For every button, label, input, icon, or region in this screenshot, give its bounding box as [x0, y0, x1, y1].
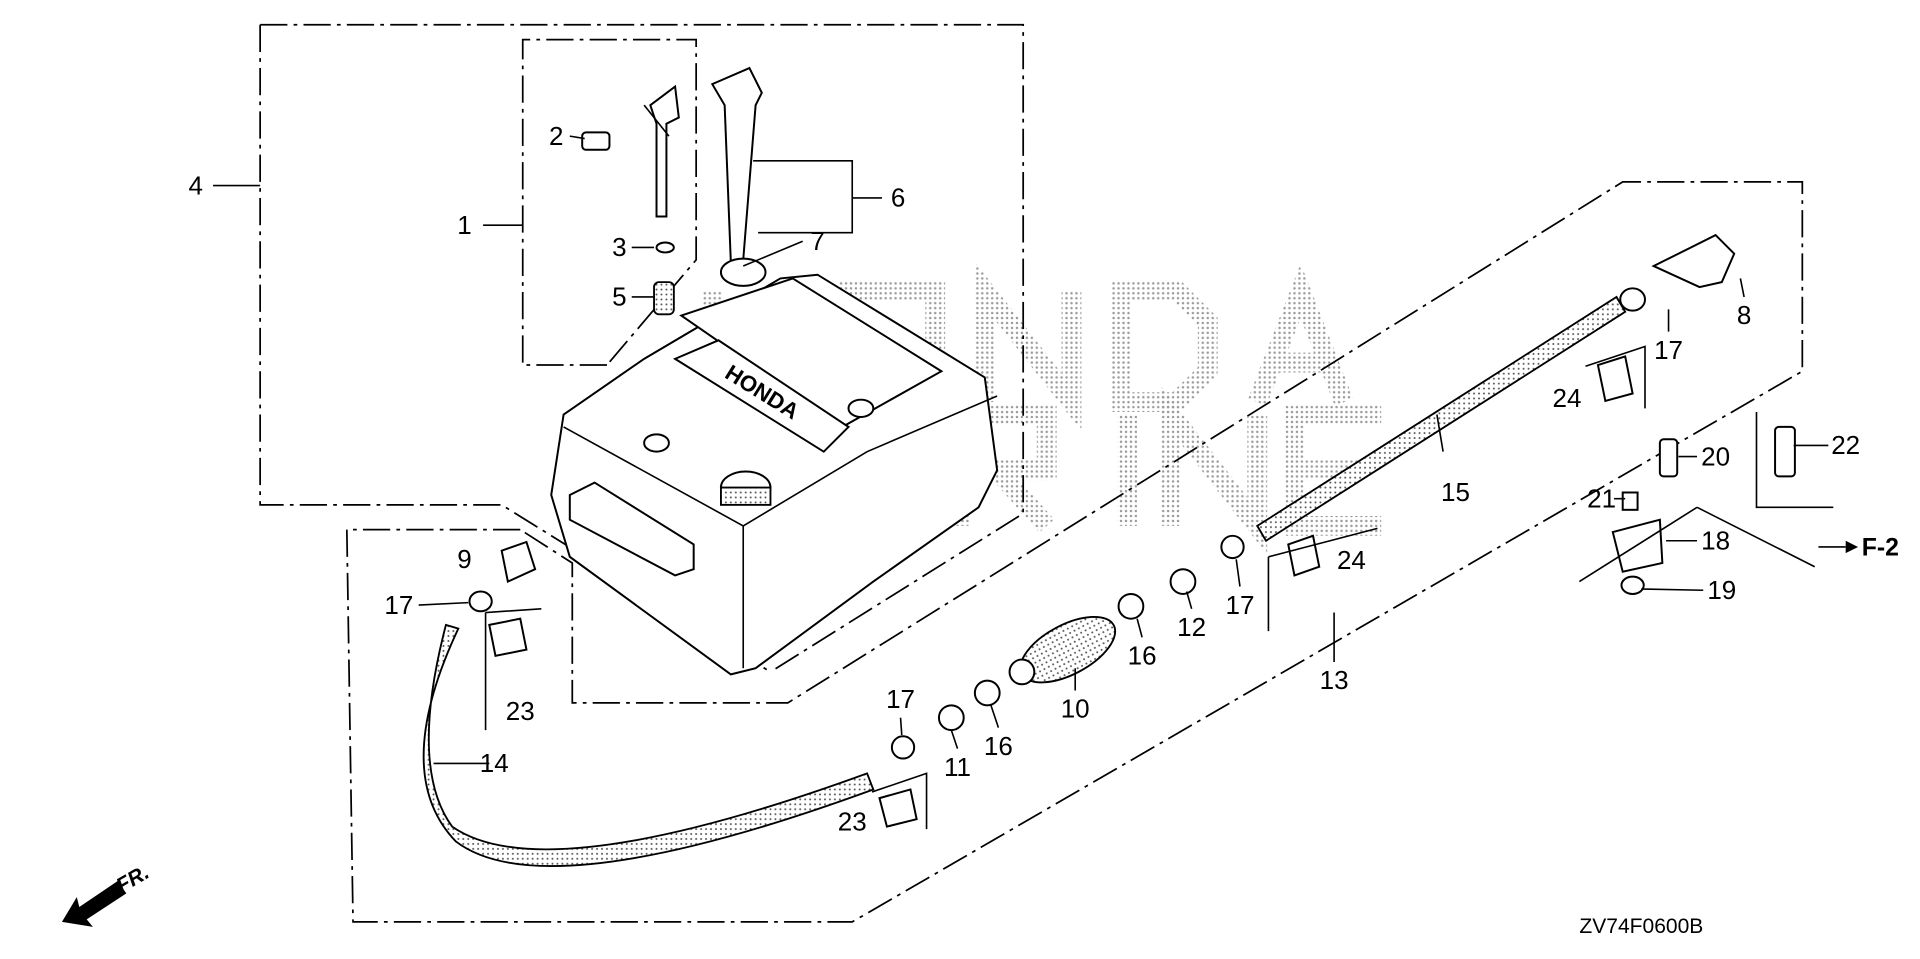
- callout-10[interactable]: 10: [1061, 694, 1090, 724]
- callout-20[interactable]: 20: [1701, 441, 1730, 471]
- callout-17[interactable]: 17: [886, 684, 915, 714]
- callout-15[interactable]: 15: [1441, 477, 1470, 507]
- callout-24[interactable]: 24: [1553, 383, 1582, 413]
- reference-f2[interactable]: F-2: [1845, 535, 1899, 562]
- callout-16[interactable]: 16: [1128, 641, 1157, 671]
- callout-1[interactable]: 1: [457, 210, 471, 240]
- callout-19[interactable]: 19: [1707, 575, 1736, 605]
- callout-3[interactable]: 3: [612, 232, 626, 262]
- callout-17[interactable]: 17: [1654, 335, 1683, 365]
- callout-23[interactable]: 23: [838, 806, 867, 836]
- diagram-code: ZV74F0600B: [1579, 915, 1703, 938]
- callout-23[interactable]: 23: [506, 696, 535, 726]
- front-arrow-icon: [61, 881, 127, 927]
- callout-13[interactable]: 13: [1320, 665, 1349, 695]
- callout-16[interactable]: 16: [984, 731, 1013, 761]
- front-direction: FR.: [61, 861, 153, 927]
- part-shapes: [422, 66, 1796, 867]
- assembly-4-box: [260, 23, 1025, 673]
- callout-17[interactable]: 17: [1225, 590, 1254, 620]
- callout-2[interactable]: 2: [549, 121, 563, 151]
- callout-18[interactable]: 18: [1701, 525, 1730, 555]
- leader-lines: [213, 104, 1846, 830]
- reference-label[interactable]: F-2: [1862, 535, 1899, 562]
- callout-17[interactable]: 17: [384, 590, 413, 620]
- callout-22[interactable]: 22: [1831, 430, 1860, 460]
- callout-21[interactable]: 21: [1587, 483, 1616, 513]
- callout-6[interactable]: 6: [891, 183, 905, 213]
- callout-11[interactable]: 11: [944, 752, 971, 782]
- assembly-1-box: [521, 38, 698, 366]
- callout-12[interactable]: 12: [1177, 612, 1206, 642]
- hose-assembly-13-box: [345, 181, 1804, 923]
- callout-8[interactable]: 8: [1737, 300, 1751, 330]
- fuel-tank: HONDA: [550, 273, 999, 676]
- arrow-right-icon: [1845, 540, 1859, 554]
- callout-14[interactable]: 14: [480, 748, 509, 778]
- callout-7[interactable]: 7: [810, 226, 824, 256]
- callout-5[interactable]: 5: [612, 282, 626, 312]
- callout-24[interactable]: 24: [1337, 545, 1366, 575]
- callout-labels: 1 2 3 4 5 6 7 8 9 10 11 12 13 14 15 16 1…: [188, 121, 1860, 837]
- callout-9[interactable]: 9: [457, 544, 471, 574]
- callout-4[interactable]: 4: [188, 170, 202, 200]
